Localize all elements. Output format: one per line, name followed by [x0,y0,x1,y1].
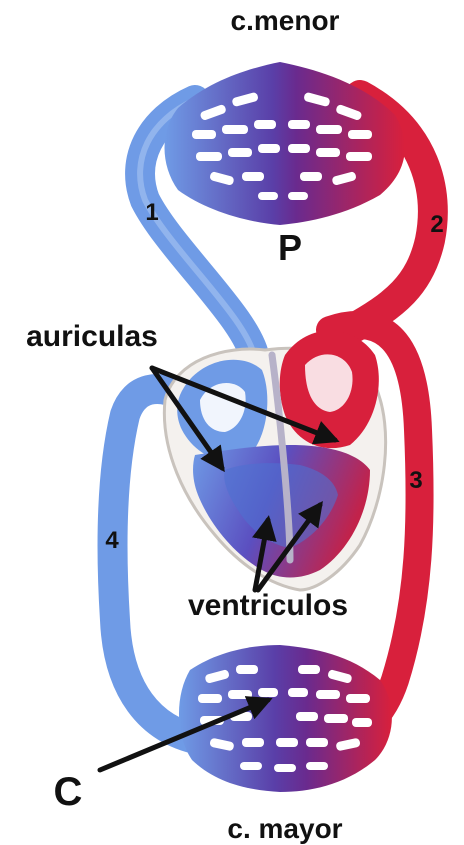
label-p: P [278,227,302,268]
label-ventriculos: ventriculos [188,589,348,622]
label-vessel-2: 2 [430,211,443,238]
label-vessel-1: 1 [145,199,158,226]
label-auriculas: auriculas [26,320,158,353]
label-c-mayor: c. mayor [227,813,342,844]
label-c-menor: c.menor [231,5,340,36]
label-c: C [54,770,83,814]
heart [164,331,385,590]
label-vessel-3: 3 [409,467,422,494]
label-vessel-4: 4 [105,527,119,554]
